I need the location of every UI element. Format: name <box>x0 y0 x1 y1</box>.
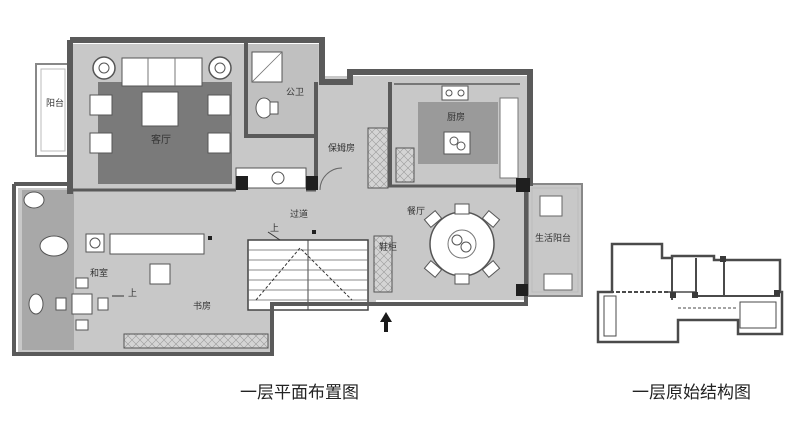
room-label-kitchen: 厨房 <box>447 111 465 123</box>
side-table-left <box>92 56 116 80</box>
room-label-corridor: 过道 <box>290 208 308 220</box>
long-cabinet <box>109 233 205 255</box>
armchair <box>207 94 231 116</box>
nanny-wardrobe <box>367 127 389 189</box>
stair-label-main-up: 上 <box>270 223 279 234</box>
stair-label-tatami-up: 上 <box>128 288 137 299</box>
kitchen-island <box>443 131 471 155</box>
room-label-shoe-cabinet: 鞋柜 <box>379 241 397 253</box>
tatami-room <box>22 190 109 350</box>
cooktop <box>441 85 469 101</box>
layout-plan: 阳台 客厅 公卫 保姆房 厨房 过道 餐厅 鞋柜 生活阳台 和室 书房 上 上 <box>12 37 583 356</box>
balcony <box>35 63 71 157</box>
tea-table <box>71 293 93 315</box>
sofa <box>121 57 203 87</box>
columns <box>208 176 530 296</box>
dining-chair <box>481 209 501 229</box>
coffee-table <box>141 91 179 127</box>
room-label-nanny-room: 保姆房 <box>328 142 355 154</box>
room-label-utility-balcony: 生活阳台 <box>535 232 571 244</box>
caption-original-plan: 一层原始结构图 <box>632 383 751 403</box>
nanny-room <box>318 84 389 191</box>
dining-room <box>423 203 501 285</box>
room-label-balcony: 阳台 <box>46 97 64 109</box>
kitchen-counter <box>499 97 519 179</box>
room-label-public-bath: 公卫 <box>286 87 304 98</box>
study <box>112 263 269 349</box>
room-label-dining-room: 餐厅 <box>407 205 425 217</box>
dining-chair <box>454 273 470 285</box>
original-plan <box>596 242 784 344</box>
arrow-up-icon <box>380 312 392 332</box>
dining-chair <box>481 259 501 279</box>
armchair <box>89 132 113 154</box>
shoe-cabinet-unit <box>373 235 393 293</box>
dining-chair <box>423 209 443 229</box>
armchair <box>89 94 113 116</box>
bookshelf <box>123 333 269 349</box>
living-room <box>89 56 232 184</box>
room-labels: 阳台 客厅 公卫 保姆房 厨房 过道 餐厅 鞋柜 生活阳台 和室 书房 上 上 <box>46 87 571 312</box>
room-label-tatami-room: 和室 <box>90 267 108 279</box>
dining-chair <box>423 259 443 279</box>
room-label-study: 书房 <box>193 300 211 312</box>
armchair <box>207 132 231 154</box>
room-label-living-room: 客厅 <box>151 133 171 146</box>
utility-balcony <box>527 183 583 297</box>
staircase <box>247 231 393 311</box>
caption-layout-plan: 一层平面布置图 <box>240 383 359 403</box>
dining-chair <box>454 203 470 215</box>
public-bath <box>246 44 318 136</box>
side-table-right <box>208 56 232 80</box>
kitchen <box>395 85 519 183</box>
study-desk <box>149 263 171 285</box>
